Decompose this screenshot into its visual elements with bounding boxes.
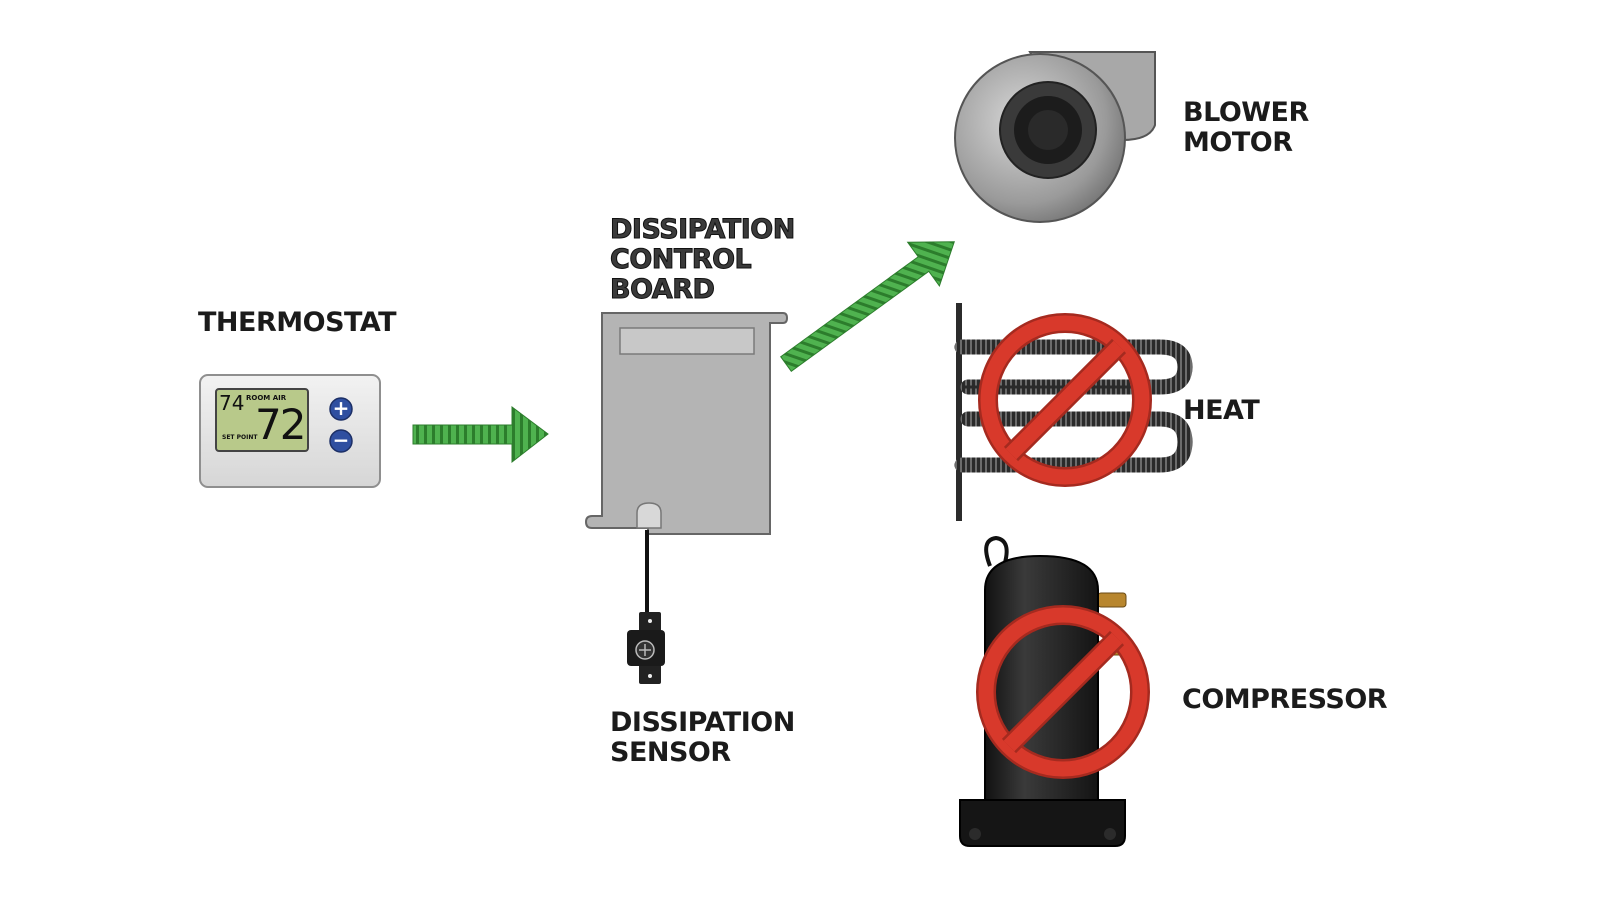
- room-temp: 74: [219, 391, 245, 415]
- sensor-label: DISSIPATION SENSOR: [610, 708, 795, 768]
- blower-label-line: BLOWER: [1183, 97, 1309, 128]
- control-board-label: DISSIPATION CONTROL BOARD: [610, 214, 796, 305]
- plus-icon: +: [332, 396, 350, 420]
- green-arrow-icon: [412, 406, 549, 464]
- compressor-label-text: COMPRESSOR: [1182, 684, 1388, 715]
- control-board-label-line: BOARD: [610, 274, 716, 305]
- sensor-label-line: DISSIPATION: [610, 707, 795, 738]
- set-point-label: SET POINT: [222, 434, 258, 441]
- blower-label-line: MOTOR: [1183, 127, 1293, 158]
- control-board-label-line: CONTROL: [610, 244, 753, 275]
- room-air-label: ROOM AIR: [246, 394, 287, 402]
- blower-label: BLOWER MOTOR: [1183, 98, 1309, 158]
- compressor-label: COMPRESSOR: [1182, 684, 1388, 715]
- thermostat-label-text: THERMOSTAT: [198, 307, 397, 338]
- control-board-device: [584, 312, 789, 535]
- prohibited-icon: [976, 605, 1150, 779]
- dissipation-sensor-device: [627, 530, 665, 684]
- thermostat-device: [199, 374, 381, 488]
- prohibited-icon: [978, 313, 1152, 487]
- set-temp: 72: [255, 400, 306, 449]
- heat-label: HEAT: [1183, 395, 1260, 426]
- sensor-label-line: SENSOR: [610, 737, 731, 768]
- heat-label-text: HEAT: [1183, 395, 1260, 426]
- control-board-label-line: DISSIPATION: [610, 214, 796, 245]
- blower-motor-device: [954, 51, 1156, 223]
- thermostat-label: THERMOSTAT: [198, 307, 397, 338]
- minus-icon: −: [332, 428, 350, 452]
- green-arrow-icon: [780, 241, 955, 372]
